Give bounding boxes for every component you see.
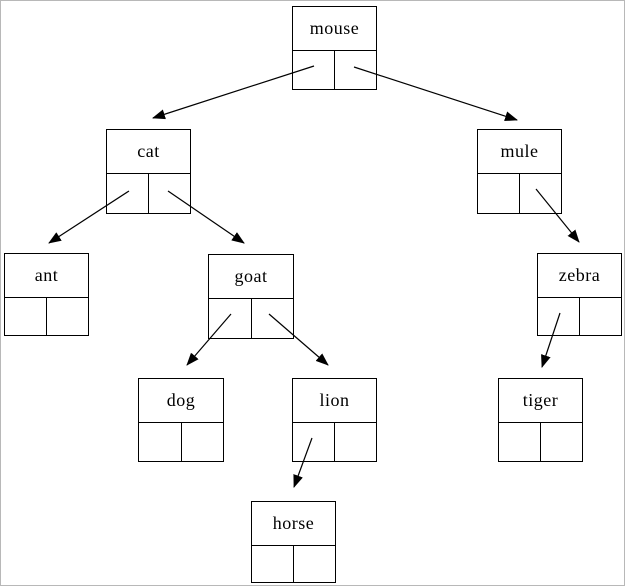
- tree-node-lion: lion: [292, 378, 377, 462]
- node-label: goat: [234, 266, 268, 286]
- node-pointer-cells: [209, 298, 293, 338]
- right-pointer-cell: [47, 298, 88, 335]
- node-pointer-cells: [252, 545, 335, 582]
- right-pointer-cell: [149, 174, 190, 213]
- tree-node-tiger: tiger: [498, 378, 583, 462]
- left-pointer-cell: [209, 299, 252, 338]
- node-label: cat: [137, 141, 160, 161]
- right-pointer-cell: [335, 423, 376, 461]
- node-pointer-cells: [139, 422, 223, 461]
- node-label: dog: [166, 390, 196, 410]
- node-pointer-cells: [293, 50, 376, 89]
- left-pointer-cell: [478, 174, 520, 213]
- tree-node-mouse: mouse: [292, 6, 377, 90]
- tree-node-zebra: zebra: [537, 253, 622, 336]
- node-label: mouse: [309, 18, 360, 38]
- right-pointer-cell: [541, 423, 582, 461]
- node-label: zebra: [558, 265, 601, 285]
- edge-mouse-right-to-mule: [353, 66, 518, 122]
- node-pointer-cells: [499, 422, 582, 461]
- tree-node-goat: goat: [208, 254, 294, 339]
- left-pointer-cell: [139, 423, 182, 461]
- node-label: mule: [500, 141, 539, 161]
- tree-node-mule: mule: [477, 129, 562, 214]
- left-pointer-cell: [499, 423, 541, 461]
- tree-node-horse: horse: [251, 501, 336, 583]
- node-label: ant: [34, 265, 59, 285]
- node-label: horse: [272, 513, 315, 533]
- node-label: lion: [319, 390, 350, 410]
- right-pointer-cell: [580, 298, 621, 335]
- right-pointer-cell: [182, 423, 224, 461]
- node-pointer-cells: [107, 173, 190, 213]
- right-pointer-cell: [335, 51, 376, 89]
- tree-node-ant: ant: [4, 253, 89, 336]
- right-pointer-cell: [520, 174, 561, 213]
- node-label: tiger: [522, 390, 559, 410]
- left-pointer-cell: [538, 298, 580, 335]
- left-pointer-cell: [293, 51, 335, 89]
- node-pointer-cells: [5, 297, 88, 335]
- tree-node-dog: dog: [138, 378, 224, 462]
- left-pointer-cell: [5, 298, 47, 335]
- right-pointer-cell: [294, 546, 335, 582]
- left-pointer-cell: [107, 174, 149, 213]
- edge-mouse-left-to-cat: [152, 65, 315, 120]
- left-pointer-cell: [252, 546, 294, 582]
- node-pointer-cells: [538, 297, 621, 335]
- node-pointer-cells: [478, 173, 561, 213]
- right-pointer-cell: [252, 299, 294, 338]
- left-pointer-cell: [293, 423, 335, 461]
- tree-node-cat: cat: [106, 129, 191, 214]
- node-pointer-cells: [293, 422, 376, 461]
